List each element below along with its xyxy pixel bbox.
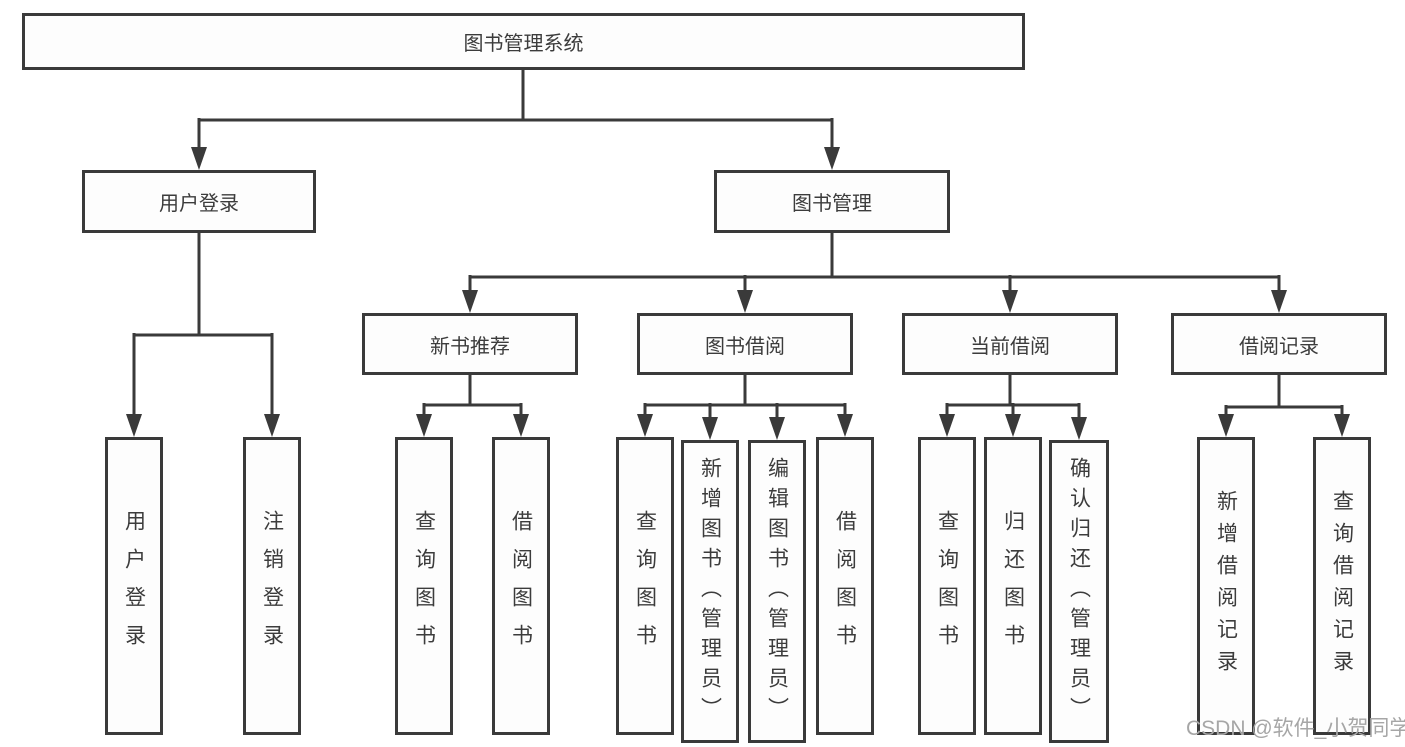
node-book-borrow: 图书借阅 [637, 313, 853, 375]
leaf-add-borrow-record: 新增借阅记录 [1197, 437, 1255, 735]
leaf-logout-label: 注销登录 [260, 510, 284, 662]
leaf-edit-book-admin: 编辑图书（管理员） [748, 440, 806, 743]
leaf-borrow-book: 借阅图书 [816, 437, 874, 735]
leaf-borrow-book-recommend: 借阅图书 [492, 437, 550, 735]
node-book-management-label: 图书管理 [792, 193, 872, 215]
leaf-query-book-current-label: 查询图书 [935, 510, 959, 662]
leaf-borrow-book-recommend-label: 借阅图书 [509, 510, 533, 662]
leaf-return-book-label: 归还图书 [1001, 510, 1025, 662]
node-book-borrow-label: 图书借阅 [705, 335, 785, 358]
node-new-book-recommend-label: 新书推荐 [430, 335, 510, 358]
node-user-login: 用户登录 [82, 170, 316, 233]
node-root-label: 图书管理系统 [463, 33, 584, 55]
leaf-confirm-return-admin: 确认归还（管理员） [1049, 440, 1109, 743]
node-borrow-records: 借阅记录 [1171, 313, 1387, 375]
leaf-query-borrow-record: 查询借阅记录 [1313, 437, 1371, 735]
node-current-borrow-label: 当前借阅 [970, 335, 1050, 358]
leaf-borrow-book-label: 借阅图书 [833, 510, 857, 662]
leaf-query-book-recommend-label: 查询图书 [412, 510, 436, 662]
node-current-borrow: 当前借阅 [902, 313, 1118, 375]
leaf-query-book-recommend: 查询图书 [395, 437, 453, 735]
leaf-confirm-return-admin-label: 确认归还（管理员） [1067, 456, 1091, 727]
leaf-add-borrow-record-label: 新增借阅记录 [1214, 490, 1238, 682]
leaf-edit-book-admin-label: 编辑图书（管理员） [765, 456, 789, 727]
node-root: 图书管理系统 [22, 13, 1025, 70]
leaf-query-book-current: 查询图书 [918, 437, 976, 735]
node-borrow-records-label: 借阅记录 [1239, 335, 1319, 358]
leaf-add-book-admin: 新增图书（管理员） [681, 440, 739, 743]
leaf-add-book-admin-label: 新增图书（管理员） [698, 456, 722, 727]
leaf-logout: 注销登录 [243, 437, 301, 735]
node-new-book-recommend: 新书推荐 [362, 313, 578, 375]
node-user-login-label: 用户登录 [159, 193, 239, 215]
leaf-user-login: 用户登录 [105, 437, 163, 735]
watermark: CSDN @软件_小贺同学 [1186, 717, 1405, 740]
leaf-return-book: 归还图书 [984, 437, 1042, 735]
node-book-management: 图书管理 [714, 170, 950, 233]
leaf-user-login-label: 用户登录 [122, 510, 146, 662]
leaf-query-book-borrow-label: 查询图书 [633, 510, 657, 662]
leaf-query-borrow-record-label: 查询借阅记录 [1330, 490, 1354, 682]
leaf-query-book-borrow: 查询图书 [616, 437, 674, 735]
